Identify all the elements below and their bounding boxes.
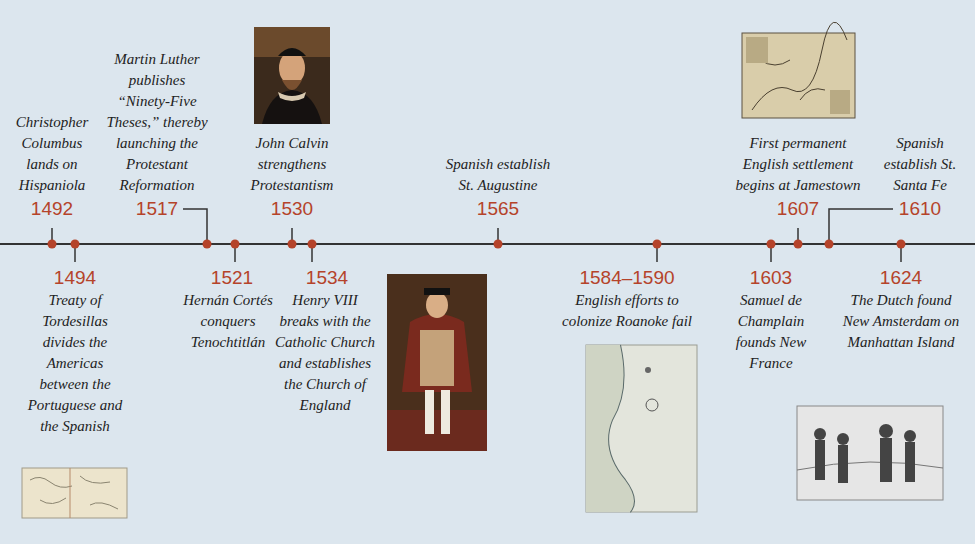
year-label: 1521 <box>202 267 262 289</box>
event-text: Hernán Cortés conquers Tenochtitlán <box>180 290 276 353</box>
event-text: First permanent English settlement begin… <box>728 133 868 196</box>
event-text: John Calvin strengthens Protestantism <box>236 133 348 196</box>
year-label: 1603 <box>741 267 801 289</box>
year-label: 1530 <box>262 198 322 220</box>
roanoke-map <box>586 345 697 512</box>
event-text: Spanish establish St. Santa Fe <box>874 133 966 196</box>
year-label: 1607 <box>768 198 828 220</box>
henry-viii-portrait <box>387 274 487 451</box>
dutch-engraving <box>797 406 943 500</box>
event-text: Henry VIII breaks with the Catholic Chur… <box>273 290 377 416</box>
treaty-map <box>22 468 127 518</box>
event-text: English efforts to colonize Roanoke fail <box>552 290 702 332</box>
event-text: Spanish establish St. Augustine <box>443 154 553 196</box>
virginia-map <box>742 22 855 118</box>
event-text: The Dutch found New Amsterdam on Manhatt… <box>839 290 963 353</box>
year-label: 1534 <box>297 267 357 289</box>
event-dots <box>48 240 906 249</box>
year-label: 1494 <box>45 267 105 289</box>
year-label: 1584–1590 <box>572 267 682 289</box>
event-text: Martin Luther publishes “Ninety-Five The… <box>104 49 210 196</box>
year-label: 1517 <box>127 198 187 220</box>
leader-lines <box>52 209 901 262</box>
year-label: 1624 <box>871 267 931 289</box>
year-label: 1492 <box>22 198 82 220</box>
year-label: 1610 <box>890 198 950 220</box>
event-text: Treaty of Tordesillas divides the Americ… <box>25 290 125 437</box>
calvin-portrait <box>254 27 330 124</box>
year-label: 1565 <box>468 198 528 220</box>
event-text: Samuel de Champlain founds New France <box>721 290 821 374</box>
event-text: Christopher Columbus lands on Hispaniola <box>4 112 100 196</box>
